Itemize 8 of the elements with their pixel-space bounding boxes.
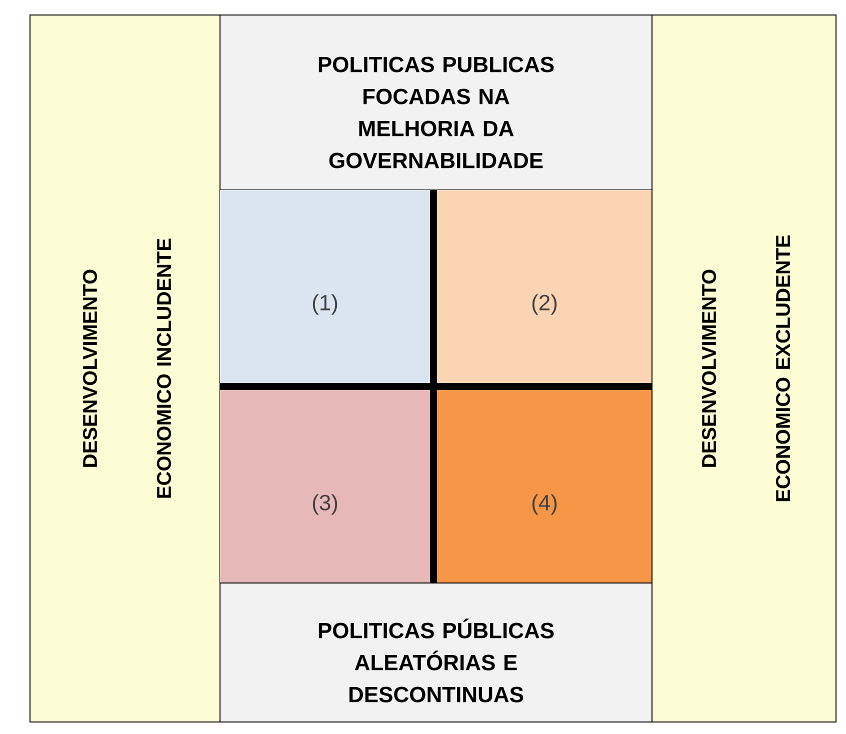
quadrant-box: (1) <box>220 190 430 383</box>
quadrant-box: (4) <box>437 390 652 583</box>
quadrant-box: (3) <box>220 390 430 583</box>
policy-band: POLITICAS PUBLICAS FOCADAS NA MELHORIA DA GOVERNABILIDADE <box>220 14 652 190</box>
side-band: DESENVOLVIMENTO ECONOMICO EXCLUDENTE <box>652 14 836 722</box>
side-band: DESENVOLVIMENTO ECONOMICO INCLUDENTE <box>30 14 220 722</box>
quadrant-box: (2) <box>437 190 652 383</box>
policy-band: POLITICAS PÚBLICAS ALEATÓRIAS E DESCONTINUAS <box>220 582 652 722</box>
